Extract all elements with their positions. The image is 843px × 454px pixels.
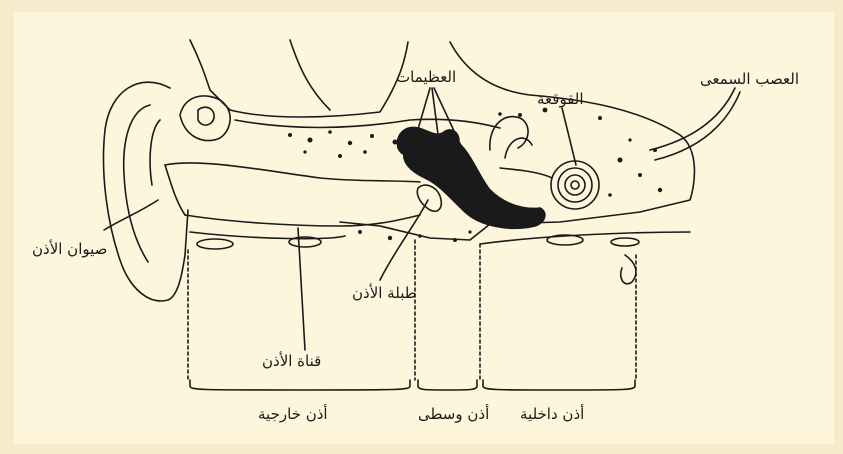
leader-pinna [104,200,158,230]
label-ear-canal: قناة الأذن [262,352,321,370]
label-cochlea: القوقعة [537,90,584,108]
auditory-nerve-shape [650,88,740,160]
label-pinna: صيوان الأذن [32,240,107,258]
mastoid-chamber [180,96,230,141]
label-ossicles: العظيمات [396,68,456,86]
bracket-outer-ear [190,380,410,390]
ear-canal-lower [185,215,420,226]
semicircular-canals [490,117,552,178]
leader-eardrum [380,200,428,280]
eardrum-shape [417,185,441,211]
label-inner-ear: أذن داخلية [520,405,584,423]
label-eardrum: طبلة الأذن [352,284,417,302]
eustachian-tube [621,255,636,284]
bone-inner-edge [235,119,500,128]
bracket-inner-ear [483,380,635,390]
label-middle-ear: أذن وسطى [418,405,489,423]
cochlea-spiral [551,161,599,209]
region-dividers [188,240,636,380]
ossicles-shape [397,127,458,157]
bracket-middle-ear [418,380,477,390]
leader-cochlea [562,108,576,165]
label-auditory-nerve: العصب السمعى [700,70,799,88]
ear-canal-upper [165,163,420,182]
pinna-shape [103,82,188,301]
pinna-inner-fold [124,105,150,262]
label-outer-ear: أذن خارجية [258,405,328,423]
